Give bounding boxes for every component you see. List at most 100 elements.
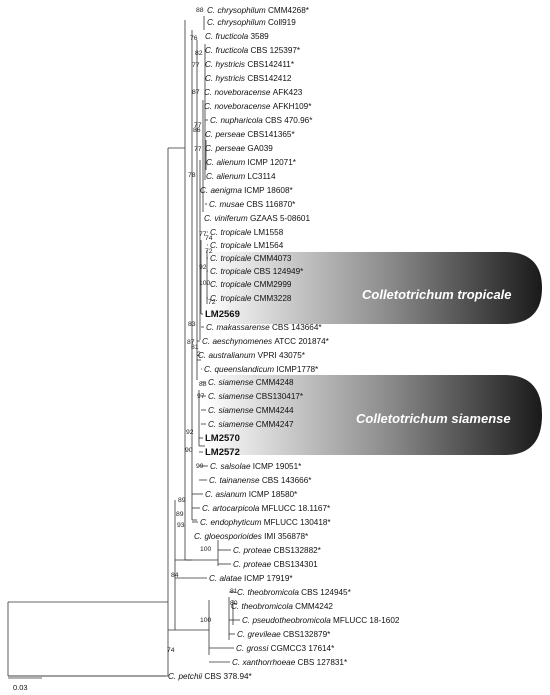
taxon-name: C. tropicale — [210, 228, 254, 237]
scale-bar: 0.03 — [8, 677, 42, 692]
bootstrap-support-value: 100 — [200, 617, 212, 624]
strain-code: CBS 378.94* — [204, 672, 252, 681]
strain-code: ATCC 201874* — [274, 337, 329, 346]
bootstrap-support-value: 77 — [194, 146, 202, 153]
bootstrap-support-value: 82 — [195, 50, 203, 57]
taxon-label: C. hystricis CBS142411* — [205, 60, 295, 69]
taxon-name: C. tropicale — [210, 254, 254, 263]
taxon-label: C. tropicale CMM4073 — [210, 254, 292, 263]
taxon-label: LM2570 — [205, 433, 240, 444]
taxon-name: C. australianum — [198, 351, 258, 360]
clade-label-siamense: Colletotrichum siamense — [356, 411, 511, 426]
taxon-name: C. chrysophilum — [207, 18, 268, 27]
taxon-name: C. xanthorrhoeae — [232, 658, 298, 667]
taxon-label: C. grevileae CBS132879* — [237, 630, 331, 639]
taxon-name: C. viniferum — [204, 214, 250, 223]
taxon-name: C. siamense — [208, 392, 256, 401]
strain-code: ICMP1778* — [276, 365, 319, 374]
clade-band-tropicale — [205, 252, 542, 324]
taxon-name: C. fructicola — [205, 46, 251, 55]
bootstrap-support-value: 92 — [199, 264, 207, 271]
taxon-label: C. endophyticum MFLUCC 130418* — [200, 518, 331, 527]
taxon-label: C. alienum LC3114 — [206, 172, 276, 181]
strain-code: ICMP 19051* — [253, 462, 302, 471]
strain-code: CMM4073 — [254, 254, 292, 263]
taxon-name: C. fructicola — [205, 32, 251, 41]
taxon-label: LM2569 — [205, 309, 240, 320]
bootstrap-support-value: 72 — [205, 248, 213, 255]
strain-code: CBS 127831* — [298, 658, 348, 667]
support-values: 8876827787778677787774729210072838781288… — [167, 7, 238, 654]
taxon-label: C. queenslandicum ICMP1778* — [204, 365, 319, 374]
strain-code: CBS142412 — [247, 74, 292, 83]
taxon-name: C. salsolae — [210, 462, 253, 471]
taxon-label: C. artocarpicola MFLUCC 18.1167* — [202, 504, 331, 513]
strain-code: LM2569 — [205, 309, 240, 320]
taxon-name: C. theobromicola — [231, 602, 295, 611]
bootstrap-support-value: 77 — [194, 122, 202, 129]
strain-code: 3589 — [251, 32, 270, 41]
bootstrap-support-value: 92 — [186, 429, 194, 436]
taxon-label: C. musae CBS 116870* — [209, 200, 296, 209]
bootstrap-support-value: 88 — [199, 381, 207, 388]
taxon-name: C. perseae — [205, 144, 247, 153]
strain-code: CMM2999 — [254, 280, 292, 289]
strain-code: CBS 116870* — [246, 200, 296, 209]
strain-code: IMI 356878* — [264, 532, 309, 541]
taxon-name: C. tropicale — [210, 267, 254, 276]
taxon-label: C. gloeosporioides IMI 356878* — [194, 532, 309, 541]
taxon-name: C. proteae — [233, 546, 274, 555]
strain-code: CBS132882* — [274, 546, 322, 555]
bootstrap-support-value: 72 — [208, 299, 216, 306]
taxon-label: C. tropicale LM1564 — [210, 241, 284, 250]
taxon-name: C. pseudotheobromicola — [242, 616, 333, 625]
taxon-label: C. fructicola 3589 — [205, 32, 269, 41]
taxon-label: C. proteae CBS132882* — [233, 546, 322, 555]
taxon-label: C. noveboracense AFKH109* — [204, 102, 312, 111]
bootstrap-support-value: 90 — [185, 447, 193, 454]
taxon-label: C. perseae CBS141365* — [205, 130, 295, 139]
taxon-label: C. nupharicola CBS 470.96* — [210, 116, 313, 125]
taxon-label: C. makassarense CBS 143664* — [206, 323, 322, 332]
bootstrap-support-value: 83 — [188, 321, 196, 328]
strain-code: CMM4242 — [295, 602, 333, 611]
taxon-label: C. noveboracense AFK423 — [204, 88, 303, 97]
taxon-name: C. tropicale — [210, 280, 254, 289]
bootstrap-support-value: 2 — [197, 351, 201, 358]
strain-code: CMM4248 — [256, 378, 294, 387]
taxon-label: LM2572 — [205, 447, 240, 458]
scale-bar-label: 0.03 — [13, 683, 28, 692]
bootstrap-support-value: 87 — [187, 339, 195, 346]
taxon-label: C. xanthorrhoeae CBS 127831* — [232, 658, 348, 667]
taxon-name: C. makassarense — [206, 323, 272, 332]
taxon-labels: C. chrysophilum CMM4268*C. chrysophilum … — [168, 6, 400, 681]
strain-code: MFLUCC 130418* — [264, 518, 332, 527]
strain-code: CBS130417* — [256, 392, 304, 401]
strain-code: CBS 143664* — [272, 323, 322, 332]
strain-code: CBS132879* — [283, 630, 331, 639]
taxon-label: C. tropicale CMM3228 — [210, 294, 292, 303]
bootstrap-support-value: 76 — [190, 35, 198, 42]
taxon-name: C. aeschynomenes — [202, 337, 274, 346]
bootstrap-support-value: 100 — [200, 546, 212, 553]
taxon-label: C. tropicale CBS 124949* — [210, 267, 304, 276]
taxon-name: C. siamense — [208, 378, 256, 387]
strain-code: CBS 124945* — [301, 588, 351, 597]
taxon-label: C. chrysophilum Coll919 — [207, 18, 296, 27]
bootstrap-support-value: 84 — [171, 572, 179, 579]
clade-band-siamense — [205, 375, 542, 455]
bootstrap-support-value: 74 — [205, 235, 213, 242]
taxon-name: C. grossi — [236, 644, 271, 653]
taxon-name: C. endophyticum — [200, 518, 264, 527]
taxon-label: C. siamense CMM4244 — [208, 406, 294, 415]
taxon-label: C. hystricis CBS142412 — [205, 74, 292, 83]
strain-code: ICMP 12071* — [247, 158, 296, 167]
taxon-name: C. nupharicola — [210, 116, 265, 125]
strain-code: CBS 143666* — [262, 476, 312, 485]
strain-code: CBS 125397* — [251, 46, 301, 55]
bootstrap-support-value: 99 — [196, 463, 204, 470]
taxon-label: C. aeschynomenes ATCC 201874* — [202, 337, 330, 346]
strain-code: AFK423 — [273, 88, 303, 97]
bootstrap-support-value: 93 — [177, 522, 185, 529]
taxon-label: C. siamense CMM4247 — [208, 420, 294, 429]
